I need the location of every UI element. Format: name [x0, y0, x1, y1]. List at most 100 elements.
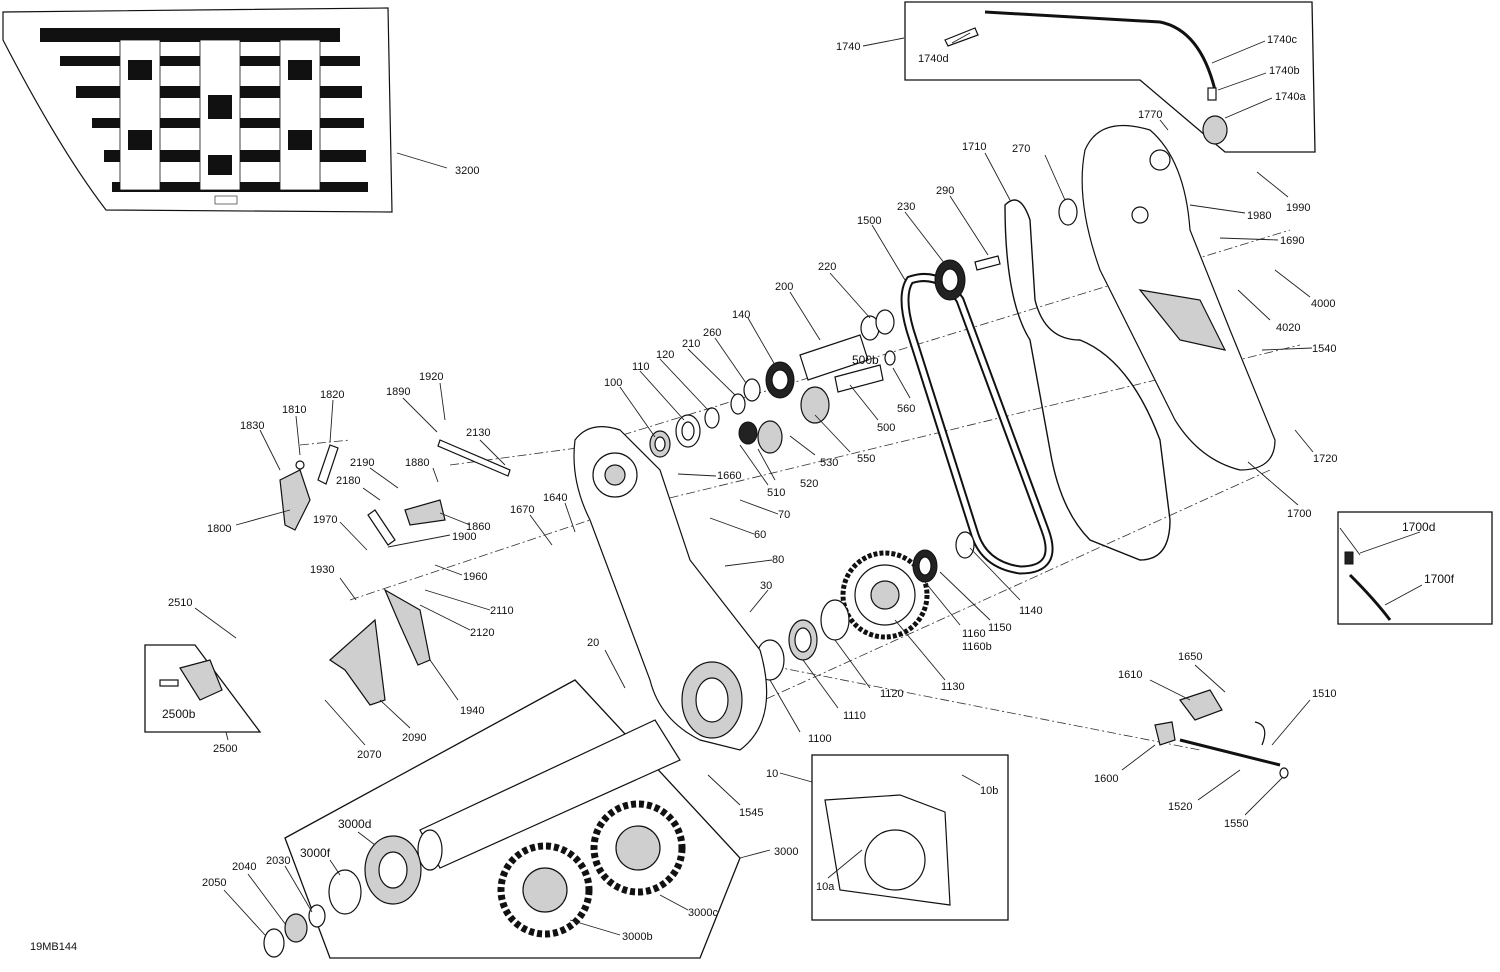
callout-4020: 4020 [1276, 322, 1300, 334]
callout-2110: 2110 [490, 605, 514, 617]
callout-1540: 1540 [1312, 343, 1336, 355]
callout-1650: 1650 [1178, 651, 1202, 663]
callout-2070: 2070 [357, 749, 381, 761]
callout-1550: 1550 [1224, 818, 1248, 830]
callout-1120: 1120 [880, 688, 904, 700]
callout-530: 530 [820, 457, 838, 469]
callout-1800: 1800 [207, 523, 231, 535]
callout-1610: 1610 [1118, 669, 1142, 681]
callout-1140: 1140 [1019, 605, 1043, 617]
cover-gasket [1004, 199, 1171, 561]
callout-520: 520 [800, 478, 818, 490]
callout-1600: 1600 [1094, 773, 1118, 785]
callout-1500: 1500 [857, 215, 881, 227]
callout-1990: 1990 [1286, 202, 1310, 214]
callout-1830: 1830 [240, 420, 264, 432]
inset-3000 [284, 679, 741, 959]
callout-1130: 1130 [941, 681, 965, 693]
callout-70: 70 [778, 509, 790, 521]
lower-sprocket-parts [755, 531, 975, 681]
inset-2500 [144, 644, 262, 733]
callout-100: 100 [604, 377, 622, 389]
callout-230: 230 [897, 201, 915, 213]
callout-2500: 2500 [213, 743, 237, 755]
callout-3000d: 3000d [338, 817, 371, 831]
callout-3000: 3000 [774, 846, 798, 858]
callout-1700f: 1700f [1424, 572, 1455, 586]
upper-shaft-parts [649, 198, 1078, 458]
chaincase-housing [573, 426, 768, 751]
inset-1700 [1337, 511, 1493, 625]
callout-510: 510 [767, 487, 785, 499]
callout-1740a: 1740a [1275, 91, 1306, 103]
callout-1980: 1980 [1247, 210, 1271, 222]
callout-2510: 2510 [168, 597, 192, 609]
leader-lines [194, 32, 1423, 936]
callout-1670: 1670 [510, 504, 534, 516]
callout-2050: 2050 [202, 877, 226, 889]
callout-10b: 10b [980, 785, 998, 797]
callout-1720: 1720 [1313, 453, 1337, 465]
lower-small-parts [263, 689, 1289, 958]
callout-3200: 3200 [455, 165, 479, 177]
callout-560: 560 [897, 403, 915, 415]
callout-220: 220 [818, 261, 836, 273]
callout-550: 550 [857, 453, 875, 465]
callout-80: 80 [772, 554, 784, 566]
callout-1930: 1930 [310, 564, 334, 576]
callout-1710: 1710 [962, 141, 986, 153]
callout-labels: 3200 1740 1740d 1740c 1740b 1740a 1770 1… [30, 34, 1455, 953]
callout-30: 30 [760, 580, 772, 592]
callout-1640: 1640 [543, 492, 567, 504]
callout-3000c: 3000c [688, 907, 718, 919]
callout-3000f: 3000f [300, 846, 331, 860]
callout-1150: 1150 [988, 622, 1012, 634]
callout-4000: 4000 [1311, 298, 1335, 310]
callout-10: 10 [766, 768, 778, 780]
callout-2190: 2190 [350, 457, 374, 469]
callout-1160b: 1160b [962, 641, 992, 653]
shift-linkage-parts [279, 439, 511, 706]
callout-2500b: 2500b [162, 707, 196, 721]
callout-110: 110 [632, 361, 650, 373]
callout-500: 500 [877, 422, 895, 434]
inset-1740 [904, 1, 1316, 153]
callout-1970: 1970 [313, 514, 337, 526]
chaincase-cover [1081, 124, 1276, 471]
callout-1160: 1160 [962, 628, 986, 640]
callout-500b: 500b [852, 353, 879, 367]
callout-1700: 1700 [1287, 508, 1311, 520]
callout-1900: 1900 [452, 531, 476, 543]
callout-20: 20 [587, 637, 599, 649]
callout-2040: 2040 [232, 861, 256, 873]
callout-1520: 1520 [1168, 801, 1192, 813]
callout-1100: 1100 [808, 733, 832, 745]
track-illustration [2, 7, 393, 213]
callout-3000b: 3000b [622, 931, 653, 943]
callout-1510: 1510 [1312, 688, 1336, 700]
callout-1740c: 1740c [1267, 34, 1297, 46]
callout-2090: 2090 [402, 732, 426, 744]
inset-10 [811, 754, 1009, 921]
callout-260: 260 [703, 327, 721, 339]
callout-1740d: 1740d [918, 53, 949, 65]
callout-2030: 2030 [266, 855, 290, 867]
callout-1860: 1860 [466, 521, 490, 533]
callout-60: 60 [754, 529, 766, 541]
callout-1740: 1740 [836, 41, 860, 53]
callout-2120: 2120 [470, 627, 494, 639]
drive-chain [900, 273, 1054, 575]
callout-290: 290 [936, 185, 954, 197]
callout-270: 270 [1012, 143, 1030, 155]
callout-1940: 1940 [460, 705, 484, 717]
callout-1770: 1770 [1138, 109, 1162, 121]
callout-120: 120 [656, 349, 674, 361]
callout-1890: 1890 [386, 386, 410, 398]
reference-code: 19MB144 [30, 941, 77, 953]
callout-2180: 2180 [336, 475, 360, 487]
callout-1740b: 1740b [1269, 65, 1300, 77]
callout-1920: 1920 [419, 371, 443, 383]
callout-1880: 1880 [405, 457, 429, 469]
callout-200: 200 [775, 281, 793, 293]
